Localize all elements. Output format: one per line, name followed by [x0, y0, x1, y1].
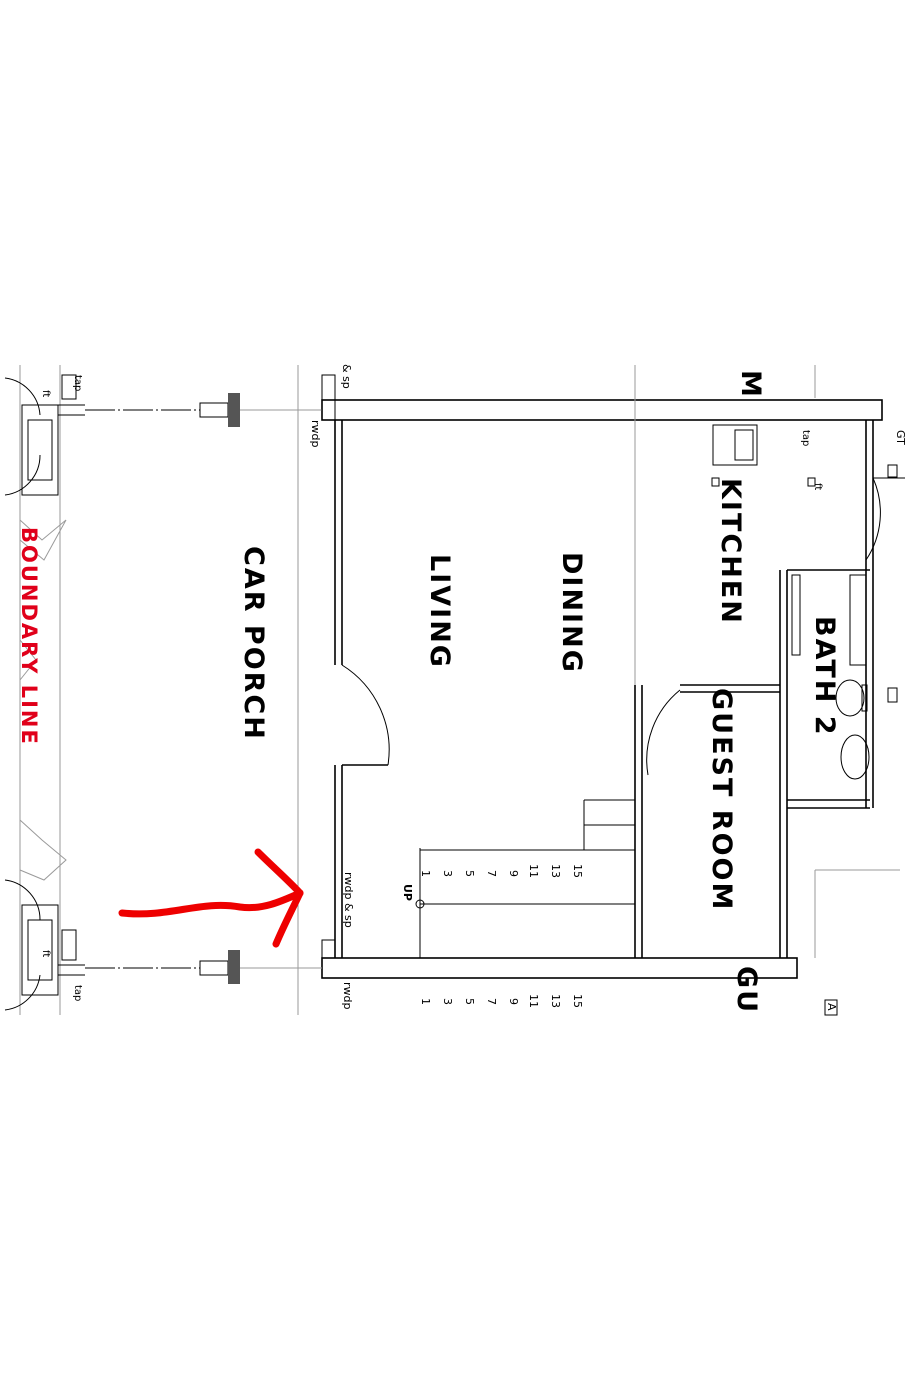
- stair-up-note: UP: [401, 884, 414, 901]
- living-label: LIVING: [424, 554, 455, 669]
- stair-number: 5: [463, 870, 476, 877]
- stair-number: 1: [419, 998, 432, 1005]
- bath-2-label: BATH 2: [809, 616, 840, 737]
- rwdp-note-bottom: rwdp: [341, 982, 354, 1010]
- partial-guest-label: GU: [731, 966, 762, 1014]
- ft-note-kitchen: ft: [812, 483, 823, 490]
- dining-label: DINING: [556, 552, 587, 674]
- stair-number: 5: [463, 998, 476, 1005]
- stair-number: 13: [549, 864, 562, 878]
- stair-number: 7: [485, 870, 498, 877]
- boundary-line-label: BOUNDARY LINE: [17, 527, 41, 746]
- sp-note-top: & sp: [340, 364, 353, 389]
- kitchen-label: KITCHEN: [715, 478, 746, 625]
- stair-numbers-upper: 1 3 5 7 9 11 13 15: [419, 864, 584, 878]
- partial-a-label: A: [825, 1003, 838, 1011]
- rwdp-note-top: rwdp: [309, 420, 322, 448]
- stair-number: 9: [507, 998, 520, 1005]
- guest-room-label: GUEST ROOM: [706, 688, 737, 911]
- ft-note-top: ft: [40, 390, 51, 397]
- stair-number: 15: [571, 864, 584, 878]
- gt-note: GT: [894, 430, 907, 445]
- tap-note-kitchen: tap: [800, 430, 811, 446]
- stair-number: 15: [571, 994, 584, 1008]
- stair-number: 13: [549, 994, 562, 1008]
- red-arrow-annotation: [118, 848, 304, 948]
- gate-rails: [85, 393, 240, 984]
- stair-number: 11: [527, 864, 540, 878]
- tap-note-top: tap: [72, 375, 83, 391]
- stair-number: 11: [527, 994, 540, 1008]
- stair-numbers-lower: 1 3 5 7 9 11 13 15: [419, 994, 584, 1008]
- stair-number: 3: [441, 870, 454, 877]
- stair-number: 1: [419, 870, 432, 877]
- boundary-strip: [4, 365, 85, 1015]
- partial-room-label: M: [735, 370, 766, 399]
- bath-fixtures: [791, 574, 898, 780]
- staircase: [415, 799, 636, 979]
- stair-number: 9: [507, 870, 520, 877]
- rwdp-sp-note: rwdp & sp: [342, 872, 355, 928]
- tap-note-bottom: tap: [72, 985, 83, 1001]
- ft-note-bottom: ft: [40, 950, 51, 957]
- car-porch-label: CAR PORCH: [238, 546, 269, 741]
- stair-number: 3: [441, 998, 454, 1005]
- stair-number: 7: [485, 998, 498, 1005]
- kitchen-fixtures: [711, 424, 898, 487]
- building-walls: [240, 365, 905, 1016]
